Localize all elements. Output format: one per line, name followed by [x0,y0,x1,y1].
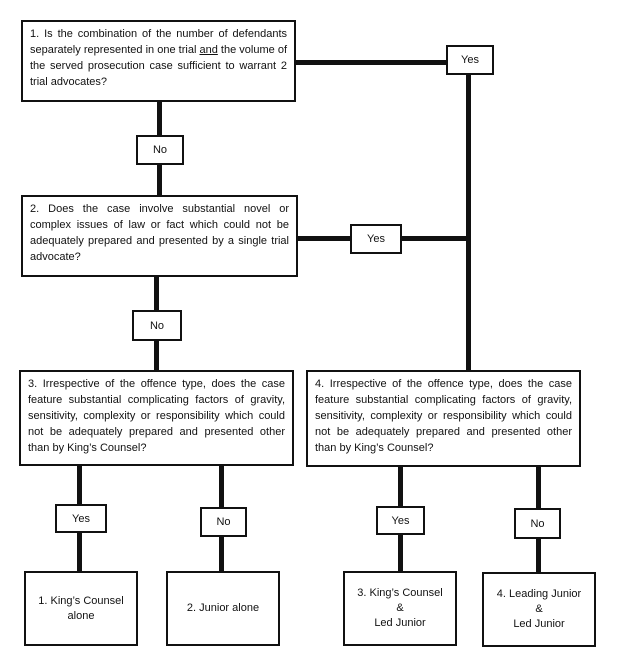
outcome-1-box: 1. King’s Counsel alone [24,571,138,646]
outcome-3-box: 3. King’s Counsel & Led Junior [343,571,457,646]
question-1-text-underlined: and [199,44,218,56]
question-1-text-a: Is the combination of the number of defe… [30,28,287,56]
question-4-box: 4. Irrespective of the offence type, doe… [306,370,581,467]
connector-q1-no-top [157,101,162,135]
connector-q2-yes-right [401,236,469,241]
outcome-4-line-1: 4. Leading Junior [496,588,582,600]
outcome-4-line-3: Led Junior [513,618,565,630]
question-2-box: 2. Does the case involve substantial nov… [21,195,298,277]
question-1-box: 1. Is the combination of the number of d… [21,20,296,102]
outcome-4-line-2: & [535,603,543,615]
connector-q2-yes-left [297,236,351,241]
question-1-number: 1. [30,28,40,40]
q4-no-label: No [514,508,561,539]
outcome-3-line-3: Led Junior [374,617,426,629]
q1-no-label: No [136,135,184,165]
connector-q4-yes-top [398,466,403,506]
connector-q3-no-top [219,465,224,507]
connector-q4-no-bottom [536,538,541,572]
question-2-text: Does the case involve substantial novel … [30,203,290,263]
question-3-text: Irrespective of the offence type, does t… [28,378,285,454]
q3-no-label: No [200,507,247,537]
connector-q2-no-bottom [154,340,159,370]
connector-q3-yes-top [77,465,82,505]
outcome-1-line-2: alone [67,609,95,622]
question-3-number: 3. [28,378,38,390]
q3-yes-label: Yes [55,504,107,533]
q4-yes-label: Yes [376,506,425,535]
outcome-4-box: 4. Leading Junior & Led Junior [482,572,596,647]
question-3-box: 3. Irrespective of the offence type, doe… [19,370,294,466]
outcome-3-line-2: & [396,602,404,614]
outcome-3-line-1: 3. King’s Counsel [357,587,443,599]
question-1-text-b: the volume of the served prosecution cas… [30,44,287,88]
connector-q3-no-bottom [219,536,224,572]
q2-no-label: No [132,310,182,341]
connector-right-vertical [466,74,471,370]
outcome-2-box: 2. Junior alone [166,571,280,646]
question-2-number: 2. [30,203,40,215]
q1-yes-label: Yes [446,45,494,75]
connector-q4-yes-bottom [398,534,403,572]
outcome-2-line-1: 2. Junior alone [186,602,260,614]
connector-q2-no-top [154,276,159,311]
outcome-1-line-1: 1. King’s Counsel [38,594,124,607]
connector-q4-no-top [536,466,541,509]
connector-q1-yes-left [295,60,447,65]
q2-yes-label: Yes [350,224,402,254]
connector-q3-yes-bottom [77,532,82,572]
question-4-number: 4. [315,378,325,390]
question-4-text: Irrespective of the offence type, does t… [315,378,572,454]
connector-q1-no-bottom [157,164,162,195]
